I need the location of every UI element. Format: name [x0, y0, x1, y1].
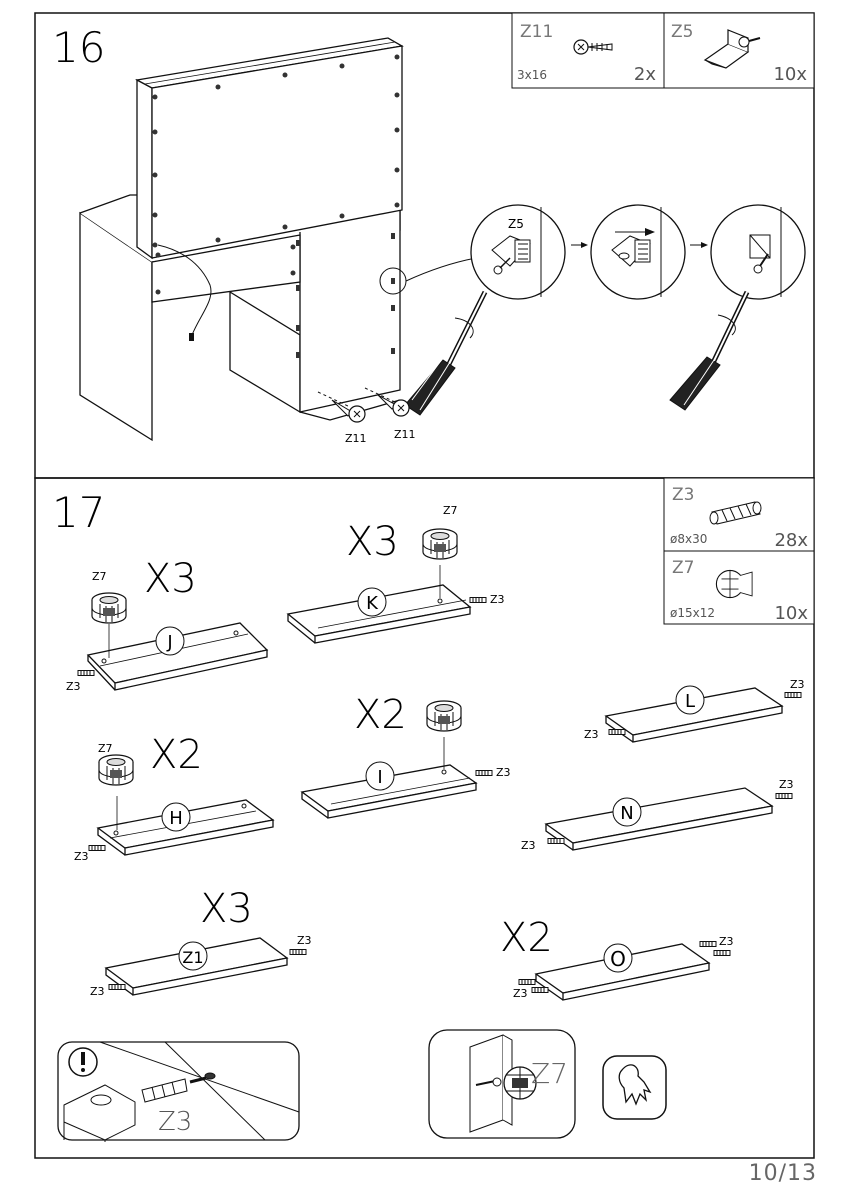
part-qty-z7: 10x [774, 603, 808, 624]
board-z1-dowel-label-left: Z3 [90, 985, 105, 998]
board-k-multiplier: X3 [346, 519, 399, 565]
part-code-z11: Z11 [520, 22, 553, 42]
desk-assembly-drawing [79, 37, 404, 442]
board-o-letter: O [610, 947, 626, 971]
screw-z11-right-icon [364, 387, 410, 417]
zoom-detail-1: Z5 [470, 204, 566, 300]
board-n-letter: N [620, 803, 633, 824]
dowel-z3-icon [709, 501, 762, 525]
board-h: H Z3 Z7 X2 [74, 732, 275, 863]
board-j-letter: J [166, 632, 172, 653]
board-n: N Z3 Z3 [521, 778, 794, 852]
board-i-letter: I [377, 767, 382, 788]
board-l-letter: L [685, 691, 695, 712]
part-qty-z11: 2x [634, 64, 656, 85]
part-code-z3: Z3 [672, 485, 694, 505]
board-o-dowel-label-left: Z3 [513, 987, 528, 1000]
board-i-multiplier: X2 [354, 692, 407, 738]
board-k-dowel-label: Z3 [490, 593, 505, 606]
part-code-z7: Z7 [672, 558, 694, 578]
board-i-dowel-label: Z3 [496, 766, 511, 779]
zoom-detail-2 [590, 204, 686, 300]
screw-label-left: Z11 [345, 432, 367, 445]
screw-z11-icon [573, 39, 613, 55]
step17-frame [34, 477, 815, 1159]
zoom-detail-3 [710, 204, 806, 300]
board-l-dowel-label-left: Z3 [584, 728, 599, 741]
screwdriver-icon [404, 290, 488, 416]
part-qty-z3: 28x [774, 530, 808, 551]
step17-parts-table: Z3 ø8x30 28x Z7 ø15x12 10x [663, 477, 815, 625]
cable-plug [189, 333, 194, 341]
step16-parts-table: Z11 3x16 2x Z5 10x [511, 12, 815, 89]
arrow-1-head [581, 242, 588, 248]
hand-press-icon [602, 1055, 667, 1120]
board-z1-letter: Z1 [182, 948, 203, 967]
part-size-z3: ø8x30 [670, 532, 707, 546]
part-size-z7: ø15x12 [670, 606, 715, 620]
dowel-insert-notice: Z3 [57, 1041, 300, 1142]
detail-z7-label: Z7 [531, 1057, 568, 1090]
cam-lock-z7-icon [715, 569, 753, 599]
board-h-letter: H [169, 808, 183, 829]
board-j: J Z3 Z7 X3 [66, 556, 269, 693]
board-z1-multiplier: X3 [200, 886, 253, 932]
screw-label-right: Z11 [394, 428, 416, 441]
screwdriver-2-icon [669, 290, 750, 411]
part-qty-z5: 10x [773, 64, 807, 85]
board-j-cam-label: Z7 [92, 570, 107, 583]
zoom-leader-line [405, 257, 477, 282]
board-z1-dowel-label-right: Z3 [297, 934, 312, 947]
cable [157, 244, 212, 336]
notice-z3-label: Z3 [158, 1107, 192, 1137]
board-h-dowel-label: Z3 [74, 850, 89, 863]
warning-icon [68, 1047, 98, 1077]
board-j-dowel-label: Z3 [66, 680, 81, 693]
back-panel-screws [152, 54, 400, 358]
board-z1: Z1 Z3 Z3 X3 [90, 886, 312, 998]
screw-z11-left-icon [317, 391, 366, 423]
arrow-2-head [701, 242, 708, 248]
step17-number: 17 [52, 488, 105, 537]
page-number: 10/13 [748, 1161, 817, 1186]
board-n-dowel-label-left: Z3 [521, 839, 536, 852]
board-o-multiplier: X2 [500, 915, 553, 961]
zoom-z5-label: Z5 [508, 217, 524, 231]
cam-lock-detail: Z7 [428, 1029, 576, 1139]
board-k: K Z3 Z7 X3 [286, 504, 505, 644]
bracket-z5-icon [703, 29, 761, 69]
board-o-dowel-label-right: Z3 [719, 935, 734, 948]
board-k-letter: K [366, 593, 379, 614]
board-k-cam-label: Z7 [443, 504, 458, 517]
board-h-cam-label: Z7 [98, 742, 113, 755]
board-i: I Z3 X2 [300, 692, 511, 819]
board-j-multiplier: X3 [144, 556, 197, 602]
board-l: L Z3 Z3 [584, 678, 805, 743]
part-size-z11: 3x16 [517, 68, 547, 82]
part-code-z5: Z5 [671, 22, 693, 42]
board-h-multiplier: X2 [150, 732, 203, 778]
board-o: O Z3 Z3 X2 [500, 915, 734, 1001]
board-n-dowel-label-right: Z3 [779, 778, 794, 791]
board-l-dowel-label-right: Z3 [790, 678, 805, 691]
step16-number: 16 [52, 23, 105, 72]
